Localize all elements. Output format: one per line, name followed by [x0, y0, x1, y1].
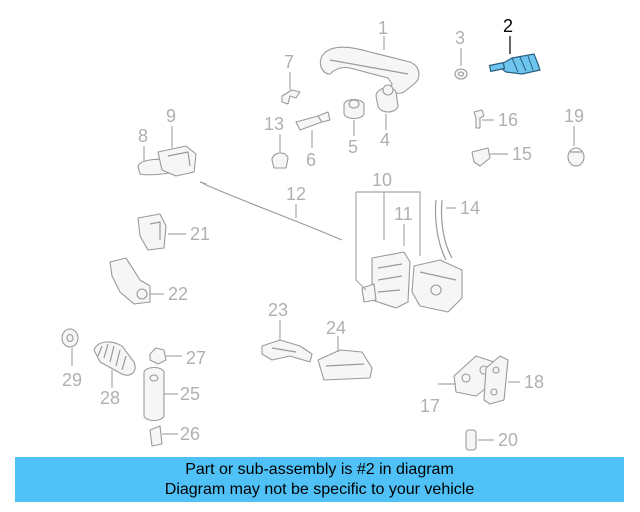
callout-9: 9 [166, 106, 176, 126]
callout-13: 13 [264, 114, 284, 134]
callout-26: 26 [180, 424, 200, 444]
callout-27: 27 [186, 348, 206, 368]
part-2-highlighted-bolt[interactable] [488, 53, 541, 75]
diagram-note-banner: Part or sub-assembly is #2 in diagram Di… [15, 457, 624, 502]
callout-23: 23 [268, 300, 288, 320]
part-22-mounting-bracket[interactable] [109, 257, 151, 305]
part-27-nut[interactable] [149, 347, 167, 365]
part-11-actuator[interactable] [411, 259, 463, 313]
part-29-grommet[interactable] [61, 328, 79, 348]
part-23-release-lever[interactable] [261, 339, 313, 363]
callout-28: 28 [100, 388, 120, 408]
callout-7: 7 [284, 52, 294, 72]
part-20-bumper[interactable] [465, 429, 477, 451]
part-17-hinge[interactable] [453, 355, 495, 397]
part-5-grommet[interactable] [343, 98, 365, 120]
callout-3: 3 [455, 28, 465, 48]
callout-25: 25 [180, 384, 200, 404]
part-24-cover[interactable] [317, 349, 373, 381]
callout-16: 16 [498, 110, 518, 130]
callout-6: 6 [306, 150, 316, 170]
callout-10: 10 [372, 170, 392, 190]
callout-15: 15 [512, 144, 532, 164]
part-15-clip[interactable] [471, 147, 491, 167]
banner-line-disclaimer: Diagram may not be specific to your vehi… [164, 481, 475, 498]
banner-line-part-number: Part or sub-assembly is #2 in diagram [185, 461, 454, 478]
part-16-screw[interactable] [473, 109, 485, 129]
callout-8: 8 [138, 126, 148, 146]
part-19-plug[interactable] [567, 147, 585, 167]
callout-21: 21 [190, 224, 210, 244]
callout-2: 2 [503, 16, 513, 36]
part-14-cable[interactable] [434, 199, 453, 261]
callout-29: 29 [62, 370, 82, 390]
part-4-lock-cylinder[interactable] [375, 84, 399, 113]
callout-11: 11 [394, 204, 413, 224]
callout-4: 4 [380, 130, 390, 150]
callout-17: 17 [420, 396, 440, 416]
part-26-knob[interactable] [149, 425, 163, 447]
part-12-lock-rod[interactable] [199, 181, 343, 241]
part-28-boot[interactable] [93, 341, 136, 376]
callout-12: 12 [286, 184, 306, 204]
callout-20: 20 [498, 430, 518, 450]
part-10-lock-assembly[interactable] [361, 251, 411, 309]
part-25-pull-cup[interactable] [143, 366, 165, 422]
part-3-washer[interactable] [454, 68, 468, 80]
part-7-clip[interactable] [281, 89, 301, 105]
callout-24: 24 [326, 318, 346, 338]
part-6-rod-clip[interactable] [295, 111, 331, 131]
part-21-bracket[interactable] [137, 213, 167, 251]
callout-5: 5 [348, 137, 358, 157]
part-13-retaining-clip[interactable] [271, 152, 289, 169]
callout-1: 1 [378, 18, 388, 38]
part-1-outside-handle[interactable] [319, 46, 420, 94]
callout-22: 22 [168, 284, 188, 304]
callout-14: 14 [460, 198, 480, 218]
part-18-hinge-plate[interactable] [483, 355, 509, 405]
part-9-handle-bezel[interactable] [157, 145, 197, 177]
callout-18: 18 [524, 372, 544, 392]
callout-19: 19 [564, 106, 584, 126]
